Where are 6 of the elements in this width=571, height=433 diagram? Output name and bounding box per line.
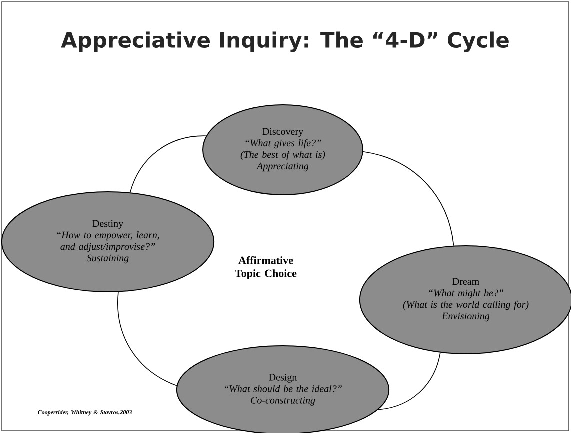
cycle-line <box>378 352 441 410</box>
cycle-line <box>118 292 178 386</box>
cycle-line <box>130 136 207 193</box>
title: Appreciative Inquiry: The “4-D” Cycle <box>61 32 509 52</box>
cycle-line <box>363 151 454 246</box>
center-label: Affirmative Topic Choice <box>235 256 297 280</box>
